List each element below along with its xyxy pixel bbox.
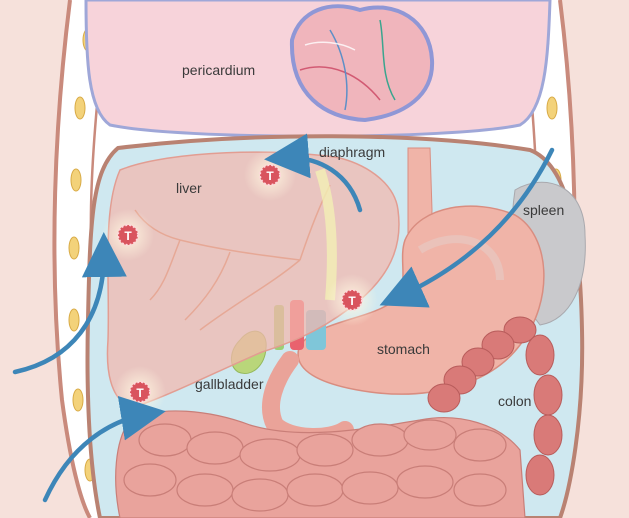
label-liver: liver xyxy=(176,180,202,196)
tumor-label: T xyxy=(124,229,132,243)
label-stomach: stomach xyxy=(377,341,430,357)
label-colon: colon xyxy=(498,393,531,409)
tumor-marker: T xyxy=(102,209,154,261)
tumor-label: T xyxy=(266,169,274,183)
label-spleen: spleen xyxy=(523,202,564,218)
label-gallbladder: gallbladder xyxy=(195,376,264,392)
tumor-marker: T xyxy=(114,366,166,418)
label-diaphragm: diaphragm xyxy=(319,144,385,160)
tumor-label: T xyxy=(348,294,356,308)
label-pericardium: pericardium xyxy=(182,62,255,78)
tumor-marker: T xyxy=(326,274,378,326)
tumor-label: T xyxy=(136,386,144,400)
